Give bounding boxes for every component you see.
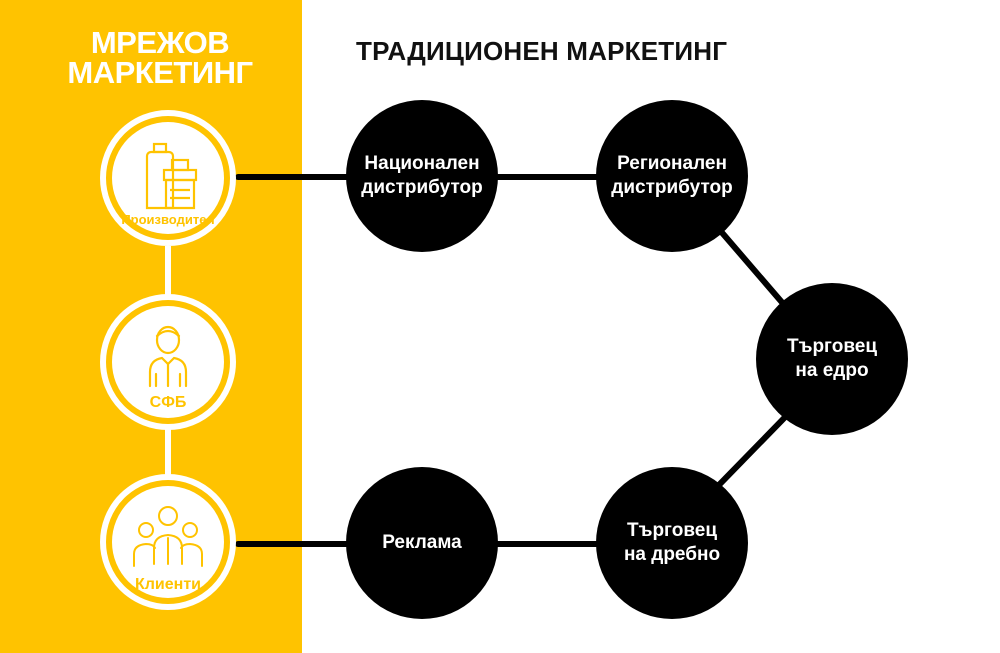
person-icon bbox=[148, 325, 188, 388]
node-sfb: СФБ bbox=[100, 294, 236, 430]
node-national-distributor-line2: дистрибутор bbox=[361, 177, 483, 198]
node-retailer-line1: Търговец bbox=[626, 520, 717, 541]
node-retailer-line2: на дребно bbox=[623, 544, 721, 565]
connector-regional-wholesale bbox=[715, 225, 795, 317]
node-clients: Клиенти bbox=[100, 474, 236, 610]
node-national-distributor: Национален дистрибутор bbox=[346, 100, 498, 252]
network-marketing-title: МРЕЖОВ МАРКЕТИНГ bbox=[40, 25, 280, 90]
node-wholesaler-line1: Търговец bbox=[786, 336, 877, 357]
network-marketing-title-line2: МАРКЕТИНГ bbox=[67, 55, 253, 90]
node-sfb-label: СФБ bbox=[149, 394, 187, 411]
node-advertising-line1: Реклама bbox=[382, 532, 462, 553]
connector-wholesale-retail bbox=[713, 407, 795, 491]
products-icon bbox=[145, 142, 198, 210]
node-clients-label: Клиенти bbox=[135, 576, 201, 593]
node-regional-distributor-line1: Регионален bbox=[617, 153, 727, 174]
node-retailer: Търговец на дребно bbox=[596, 467, 748, 619]
node-wholesaler-line2: на едро bbox=[795, 360, 869, 381]
group-icon bbox=[133, 506, 203, 567]
node-wholesaler: Търговец на едро bbox=[756, 283, 908, 435]
node-regional-distributor-line2: дистрибутор bbox=[611, 177, 733, 198]
node-regional-distributor: Регионален дистрибутор bbox=[596, 100, 748, 252]
node-national-distributor-line1: Национален bbox=[364, 153, 480, 174]
node-producer: Производител bbox=[100, 110, 236, 246]
node-producer-label: Производител bbox=[121, 212, 215, 227]
traditional-marketing-title: ТРАДИЦИОНЕН МАРКЕТИНГ bbox=[356, 36, 728, 66]
network-marketing-title-line1: МРЕЖОВ bbox=[90, 25, 230, 60]
node-advertising: Реклама bbox=[346, 467, 498, 619]
